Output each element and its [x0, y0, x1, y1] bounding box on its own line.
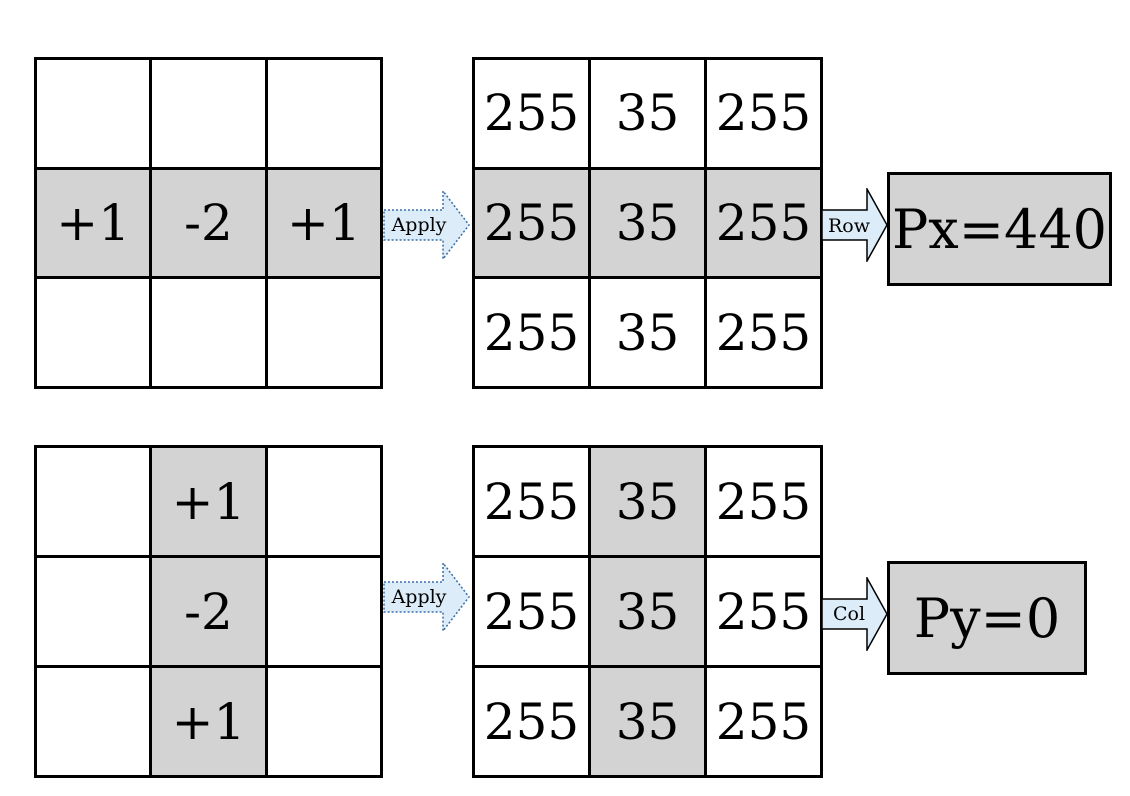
image-grid-col: 255 35 255 255 35 255 255 35 255: [472, 445, 823, 778]
kernel-cell: [267, 448, 383, 558]
image-cell: 255: [475, 448, 591, 558]
image-cell: 35: [591, 60, 707, 170]
image-cell: 255: [707, 668, 823, 778]
image-cell: 255: [475, 60, 591, 170]
image-cell: 35: [591, 558, 707, 668]
col-label: Col: [832, 603, 866, 625]
kernel-cell: [37, 279, 153, 389]
image-cell: 255: [707, 169, 823, 280]
image-cell: 255: [707, 448, 823, 558]
image-cell: 255: [475, 169, 591, 280]
kernel-cell: [267, 668, 383, 778]
kernel-cell: +1: [152, 668, 268, 778]
kernel-cell: [37, 60, 153, 170]
image-cell: 255: [707, 60, 823, 170]
kernel-grid-col: +1 -2 +1: [34, 445, 383, 778]
apply-label: Apply: [391, 586, 447, 608]
kernel-grid-row: +1 -2 +1: [34, 57, 383, 389]
py-result-box: Py=0: [887, 561, 1087, 675]
kernel-cell: [37, 668, 153, 778]
image-cell: 35: [591, 448, 707, 558]
kernel-cell: [37, 558, 153, 668]
kernel-cell: [152, 279, 268, 389]
kernel-cell: [267, 279, 383, 389]
kernel-cell: [152, 60, 268, 170]
image-cell: 35: [591, 668, 707, 778]
kernel-cell: -2: [152, 169, 268, 280]
image-cell: 35: [591, 169, 707, 280]
row-arrow-icon: [821, 188, 888, 262]
image-cell: 255: [475, 279, 591, 389]
kernel-cell: [267, 558, 383, 668]
image-cell: 255: [475, 558, 591, 668]
kernel-cell: +1: [37, 169, 153, 280]
image-cell: 255: [707, 279, 823, 389]
col-arrow-icon: [821, 577, 888, 651]
image-cell: 255: [475, 668, 591, 778]
apply-label: Apply: [391, 214, 447, 236]
apply-arrow-icon: [383, 562, 470, 632]
kernel-cell: -2: [152, 558, 268, 668]
kernel-cell: [37, 448, 153, 558]
image-cell: 255: [707, 558, 823, 668]
image-grid-row: 255 35 255 255 35 255 255 35 255: [472, 57, 823, 389]
kernel-cell: [267, 60, 383, 170]
apply-arrow-icon: [383, 190, 470, 260]
px-result-box: Px=440: [887, 172, 1112, 286]
image-cell: 35: [591, 279, 707, 389]
kernel-cell: +1: [152, 448, 268, 558]
row-label: Row: [827, 215, 870, 237]
kernel-cell: +1: [267, 169, 383, 280]
